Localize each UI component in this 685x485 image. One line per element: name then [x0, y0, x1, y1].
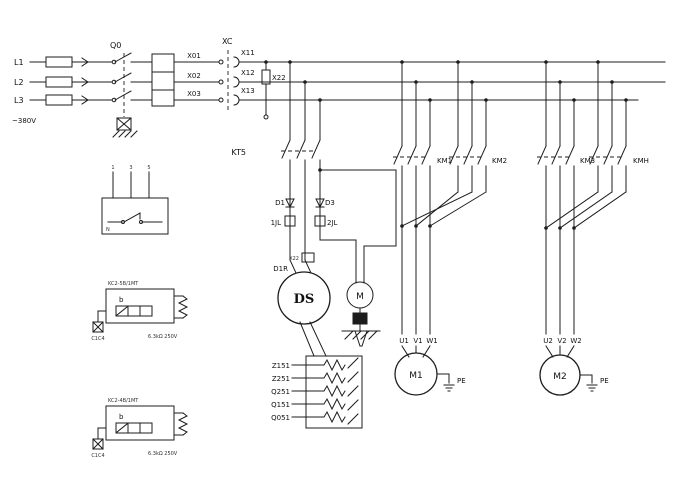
resistor-icon	[177, 412, 189, 436]
comp1-pin-3: 5	[147, 165, 150, 171]
brake-block	[352, 312, 368, 325]
label-m2: M2	[553, 372, 567, 382]
diode-icon	[285, 198, 295, 209]
component-spec-2: KC2-5B/1MT b C1C4 6.3kΩ 250V	[91, 281, 189, 342]
diode-icon	[315, 198, 325, 209]
breaker-operator	[116, 117, 132, 131]
comp2-title: KC2-5B/1MT	[108, 281, 139, 287]
label-voltage: ~380V	[12, 117, 36, 125]
label-x01: X01	[187, 52, 201, 60]
ds-motor-unit: D1R X22 DS M	[273, 239, 397, 347]
component-switch-detail: 1 3 5 N	[101, 165, 169, 235]
ground-icon	[586, 384, 598, 392]
label-u2: U2	[543, 337, 553, 345]
plug-arrow-icon	[81, 57, 89, 67]
label-d1r: D1R	[273, 265, 288, 273]
comp2-b: b	[119, 296, 124, 304]
label-x22-fuse: X22	[272, 74, 286, 82]
label-km2: KM2	[492, 157, 507, 165]
resistor-icon	[177, 295, 189, 319]
label-v1: V1	[413, 337, 422, 345]
label-pe-m2: PE	[600, 377, 609, 385]
label-x22-plug: X22	[289, 256, 299, 262]
label-2jl: 2JL	[327, 219, 338, 227]
label-q151: Q151	[271, 401, 290, 409]
label-km3: KM3	[580, 157, 595, 165]
power-input: L1 L2 L3 ~380V	[12, 56, 113, 125]
comp3-b: b	[119, 413, 124, 421]
label-1jl: 1JL	[271, 219, 282, 227]
socket-icon	[233, 76, 240, 88]
comp2-aux: C1C4	[91, 336, 104, 342]
comp2-rating: 6.3kΩ 250V	[148, 334, 178, 340]
rectifier-relays: D1 D3 1JL 2JL	[271, 198, 338, 227]
label-z251: Z251	[272, 375, 290, 383]
label-l1: L1	[14, 58, 24, 67]
comp1-note: N	[106, 227, 110, 233]
comp2-box	[105, 288, 175, 324]
plug-arrow-icon	[81, 77, 89, 87]
breaker-housing	[151, 53, 175, 107]
label-z151: Z151	[272, 362, 290, 370]
socket-icon	[233, 56, 240, 68]
label-v2: V2	[557, 337, 566, 345]
comp3-aux: C1C4	[91, 453, 104, 459]
relay-sensor-1jl	[284, 215, 296, 227]
label-x02: X02	[187, 72, 201, 80]
socket-icon	[233, 94, 240, 106]
label-q051: Q051	[271, 414, 290, 422]
label-x13: X13	[241, 87, 255, 95]
label-u1: U1	[399, 337, 409, 345]
fuse-symbol	[45, 56, 73, 68]
control-fuse-x22: X22	[261, 60, 286, 120]
plug-box	[301, 252, 315, 263]
label-q251: Q251	[271, 388, 290, 396]
label-pe-m1: PE	[457, 377, 466, 385]
terminal-strip: Z151 Z251 Q251 Q151 Q051	[271, 321, 363, 429]
bus-lines	[238, 61, 666, 101]
breaker-q0: Q0	[110, 41, 175, 138]
terminal-connector-xc: X01 X02 X03 XC X11 X12 X13	[173, 37, 255, 112]
comp3-aux-box	[92, 438, 104, 450]
comp1-box	[101, 197, 169, 235]
label-q0: Q0	[110, 41, 121, 50]
ground-icon	[443, 384, 455, 392]
fuse-symbol	[45, 76, 73, 88]
label-m-fan: M	[356, 292, 364, 302]
kt5-contacts: KT5	[231, 60, 397, 261]
comp3-rating: 6.3kΩ 250V	[148, 451, 178, 457]
motor2-branch: KM3 KMH U2 V2 W2 M2	[537, 60, 649, 396]
plug-arrow-icon	[81, 95, 89, 105]
label-xc: XC	[222, 37, 233, 46]
label-x03: X03	[187, 90, 201, 98]
comp2-aux-box	[92, 321, 104, 333]
label-w1: W1	[426, 337, 437, 345]
comp1-pin-1: 1	[111, 165, 114, 171]
label-x12: X12	[241, 69, 255, 77]
label-ds: DS	[294, 292, 315, 307]
terminal-box	[305, 355, 363, 429]
label-m1: M1	[409, 371, 423, 381]
ds-motor-circle	[277, 271, 331, 325]
motor1-branch: KM1 KM2 U1 V1 W1 M1	[393, 60, 507, 396]
relay-sensor-2jl	[314, 215, 326, 227]
label-d3: D3	[325, 199, 335, 207]
label-w2: W2	[570, 337, 581, 345]
comp3-title: KC2-4B/1MT	[108, 398, 139, 404]
label-km1: KM1	[437, 157, 452, 165]
label-kt5: KT5	[231, 148, 246, 157]
comp1-pin-2: 3	[129, 165, 132, 171]
label-l2: L2	[14, 78, 24, 87]
label-kmh: KMH	[633, 157, 649, 165]
component-spec-3: KC2-4B/1MT b C1C4 6.3kΩ 250V	[91, 398, 189, 459]
label-d1: D1	[275, 199, 285, 207]
label-l3: L3	[14, 96, 24, 105]
comp3-box	[105, 405, 175, 441]
label-x11: X11	[241, 49, 255, 57]
fuse-symbol	[45, 94, 73, 106]
